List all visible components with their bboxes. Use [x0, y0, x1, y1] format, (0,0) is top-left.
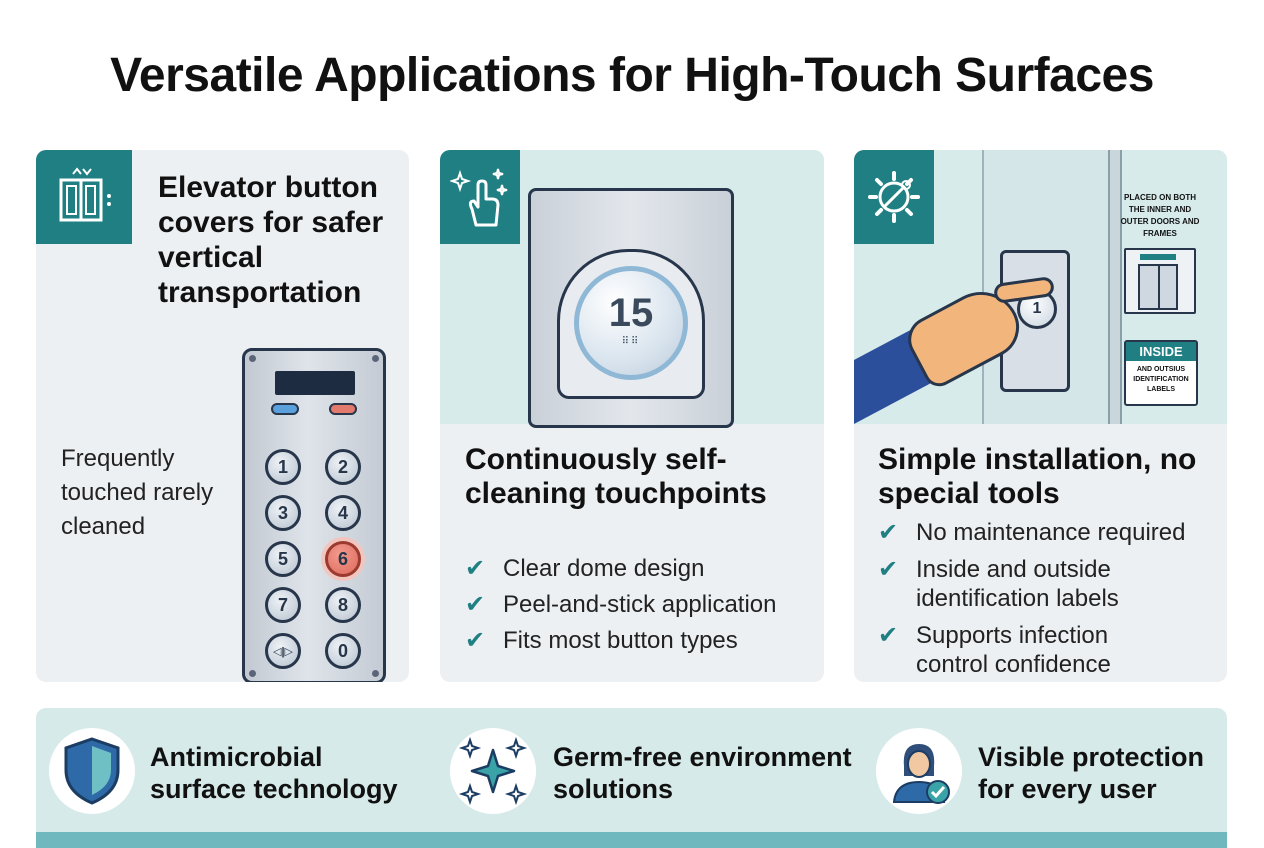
- mini-elevator-icon: [1124, 248, 1196, 314]
- door-frame: [1108, 150, 1122, 424]
- panel-display: [275, 371, 355, 395]
- shield-icon: [64, 737, 120, 805]
- down-indicator: [329, 403, 357, 415]
- list-item: ✔No maintenance required: [878, 519, 1186, 546]
- card3-heading: Simple installation, no special tools: [878, 443, 1197, 510]
- feature-icon-circle: [450, 728, 536, 814]
- identification-label: INSIDE AND OUTSIUS IDENTIFICATION LABELS: [1124, 340, 1198, 406]
- list-item: ✔Inside and outside identification label…: [878, 556, 1119, 612]
- list-item: ✔Supports infection control confidence: [878, 622, 1111, 678]
- braille-dots: ⠿⠿: [621, 336, 641, 347]
- feature-icon-circle: [876, 728, 962, 814]
- check-icon: ✔: [878, 622, 899, 649]
- panel-button-highlighted[interactable]: 6: [325, 541, 361, 577]
- card1-side-text: Frequently touched rarely cleaned: [61, 445, 214, 540]
- dome-number: 15: [608, 291, 654, 335]
- button-device: 15 ⠿⠿: [528, 188, 734, 428]
- feature-text: Antimicrobial surface technology: [150, 742, 398, 804]
- clear-dome: 15 ⠿⠿: [574, 266, 688, 380]
- card1-heading: Elevator button covers for safer vertica…: [158, 171, 384, 309]
- label-sub: AND OUTSIUS IDENTIFICATION LABELS: [1133, 366, 1189, 393]
- panel-button[interactable]: 2: [325, 449, 361, 485]
- check-icon: ✔: [878, 556, 899, 583]
- feature-text: Germ-free environment solutions: [553, 742, 852, 804]
- elevator-icon: [59, 167, 111, 222]
- check-icon: ✔: [465, 555, 486, 582]
- list-item: ✔Fits most button types: [465, 627, 738, 654]
- hand-icon-box: [440, 150, 520, 244]
- feature-icon-circle: [49, 728, 135, 814]
- check-icon: ✔: [465, 627, 486, 654]
- elevator-icon-box: [36, 150, 132, 244]
- installation-card: 1 PLACED ON BOTH THE INNER AND OUTER DOO…: [854, 150, 1227, 682]
- label-head: INSIDE: [1126, 342, 1196, 361]
- panel-button[interactable]: 4: [325, 495, 361, 531]
- elevator-card: Elevator button covers for safer vertica…: [36, 150, 409, 682]
- gear-icon-box: [854, 150, 934, 244]
- list-item: ✔Peel-and-stick application: [465, 591, 777, 618]
- sparkle-icon: [458, 736, 528, 806]
- gear-wrench-icon: [868, 171, 920, 223]
- user-check-icon: [892, 744, 950, 804]
- band-stripe: [36, 832, 1227, 848]
- check-icon: ✔: [878, 519, 899, 546]
- panel-button[interactable]: 3: [265, 495, 301, 531]
- panel-button[interactable]: 8: [325, 587, 361, 623]
- self-cleaning-card: 15 ⠿⠿ Continuously self-cleaning touchpo…: [440, 150, 824, 682]
- placement-note: PLACED ON BOTH THE INNER AND OUTER DOORS…: [1120, 193, 1200, 238]
- panel-button[interactable]: 0: [325, 633, 361, 669]
- panel-button[interactable]: 7: [265, 587, 301, 623]
- elevator-panel: 1 2 3 4 5 6 7 8 ◁|▷ 0: [242, 348, 386, 682]
- feature-text: Visible protection for every user: [978, 742, 1205, 804]
- door-open-button[interactable]: ◁|▷: [265, 633, 301, 669]
- list-item: ✔Clear dome design: [465, 555, 705, 582]
- panel-button[interactable]: 1: [265, 449, 301, 485]
- page-title: Versatile Applications for High-Touch Su…: [110, 49, 1154, 102]
- hand-sparkle-icon: [450, 168, 508, 227]
- card2-heading: Continuously self-cleaning touchpoints: [465, 443, 767, 510]
- features-band: [36, 708, 1227, 848]
- card2-check-list: ✔Clear dome design ✔Peel-and-stick appli…: [465, 554, 776, 662]
- check-icon: ✔: [465, 591, 486, 618]
- card3-check-list: ✔No maintenance required ✔Inside and out…: [878, 518, 1186, 682]
- panel-button[interactable]: 5: [265, 541, 301, 577]
- up-indicator: [271, 403, 299, 415]
- dome-base: 15 ⠿⠿: [557, 249, 705, 399]
